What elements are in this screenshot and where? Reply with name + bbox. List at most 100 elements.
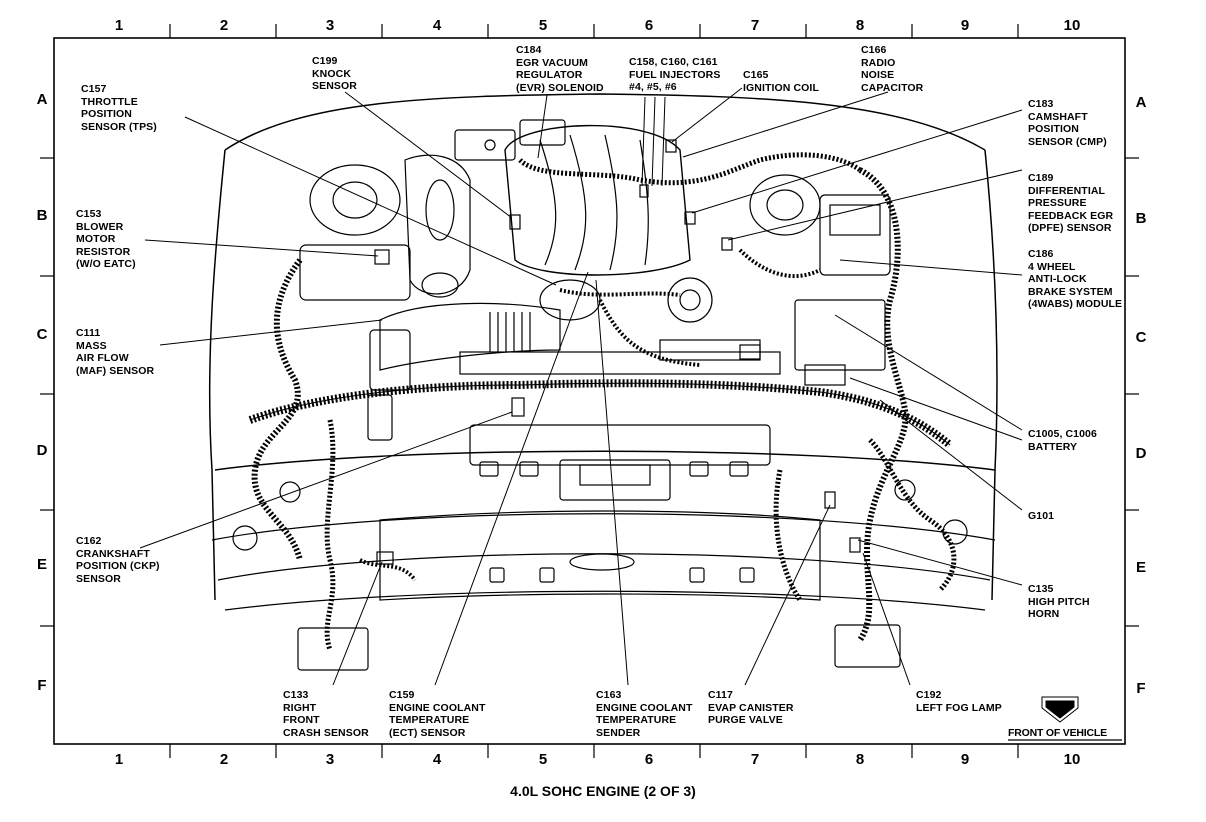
grid-col-label: 3	[325, 17, 335, 34]
crash-connector	[376, 551, 394, 565]
grid-col-label: 8	[855, 751, 865, 768]
bracket-bolt	[484, 139, 496, 151]
leader-c1005b	[849, 377, 1023, 441]
leader-c158a	[641, 96, 646, 187]
left-headlamp	[942, 519, 968, 545]
leader-c199	[344, 91, 513, 219]
main-wiring-harness-core	[249, 382, 951, 446]
label-c135: C135 HIGH PITCH HORN	[1028, 583, 1090, 620]
ignition-coil-connector	[665, 139, 677, 153]
horn-connector	[849, 537, 861, 553]
purge-valve-connector	[824, 491, 836, 509]
grid-row-label: F	[37, 677, 47, 694]
grid-col-label: 7	[750, 17, 760, 34]
label-c163: C163 ENGINE COOLANT TEMPERATURE SENDER	[596, 689, 693, 739]
ect-harness	[598, 299, 701, 367]
grid-col-label: 6	[644, 751, 654, 768]
fuel-rail-bracket	[659, 339, 761, 361]
grid-col-label: 1	[114, 751, 124, 768]
leader-c163	[595, 279, 629, 686]
left-harness-loop	[857, 167, 909, 642]
leader-c111	[159, 319, 383, 346]
label-c199: C199 KNOCK SENSOR	[312, 55, 357, 92]
bracket-tab	[739, 344, 761, 360]
label-c162: C162 CRANKSHAFT POSITION (CKP) SENSOR	[76, 535, 160, 585]
abs-harness	[738, 248, 821, 279]
label-c117: C117 EVAP CANISTER PURGE VALVE	[708, 689, 794, 726]
grid-row-label: E	[1135, 559, 1146, 576]
abs-module-top	[829, 204, 881, 236]
air-cleaner	[309, 164, 401, 236]
knock-sensor-connector	[509, 214, 521, 230]
grid-col-label: 1	[114, 17, 124, 34]
manifold-runner	[569, 134, 587, 271]
grid-row-label: B	[36, 207, 48, 224]
leader-c186	[839, 259, 1023, 276]
label-c165: C165 IGNITION COIL	[743, 69, 819, 94]
grid-col-label: 10	[1063, 17, 1081, 34]
air-cleaner-inner	[332, 181, 378, 219]
grid-row-label: F	[1136, 680, 1146, 697]
intake-duct-end	[421, 272, 459, 298]
core-support-line	[214, 450, 996, 471]
diagram-title: 4.0L SOHC ENGINE (2 OF 3)	[510, 783, 696, 799]
front-of-vehicle-icon	[1008, 696, 1122, 741]
leader-g101	[879, 399, 1023, 511]
leader-c189	[727, 169, 1023, 241]
radiator-top	[469, 424, 771, 466]
leader-c183	[691, 109, 1023, 214]
grid-col-label: 2	[219, 17, 229, 34]
leader-c158c	[661, 96, 666, 187]
injector-connector	[639, 184, 649, 198]
horn-harness	[773, 469, 803, 602]
grid-col-label: 3	[325, 751, 335, 768]
radiator-cap-housing	[559, 459, 671, 501]
evr-solenoid-bracket	[454, 129, 516, 161]
valve-cover-rail	[459, 351, 781, 375]
leader-c158b	[651, 96, 656, 187]
right-harness-loop	[251, 258, 303, 561]
label-c166: C166 RADIO NOISE CAPACITOR	[861, 44, 924, 94]
grille-emblem	[569, 553, 635, 571]
right-headlamp	[232, 525, 258, 551]
grille-top-line	[211, 513, 996, 541]
throttle-body	[539, 279, 601, 321]
intake-duct	[404, 154, 471, 295]
grid-col-label: 5	[538, 751, 548, 768]
manifold-runner	[539, 139, 557, 266]
leader-c153	[144, 239, 379, 257]
right-fender-line	[208, 149, 226, 601]
grid-col-label: 4	[432, 17, 442, 34]
evap-canister-top	[667, 277, 713, 323]
left-fog-lamp	[834, 624, 901, 668]
grid-row-label: C	[36, 326, 48, 343]
brake-booster-center	[766, 189, 804, 221]
dpfe-connector	[721, 237, 733, 251]
ckp-connector	[511, 397, 525, 417]
grid-col-label: 10	[1063, 751, 1081, 768]
main-wiring-harness	[248, 379, 953, 449]
blower-connector	[374, 249, 390, 265]
leader-c166	[682, 91, 889, 158]
right-crash-sensor	[297, 627, 369, 671]
label-c189: C189 DIFFERENTIAL PRESSURE FEEDBACK EGR …	[1028, 172, 1114, 234]
grid-row-label: A	[1135, 94, 1147, 111]
leader-c117	[744, 504, 831, 686]
grid-row-label: E	[36, 556, 47, 573]
left-park-lamp	[894, 479, 916, 501]
grid-row-label: A	[36, 91, 48, 108]
grid-row-label: C	[1135, 329, 1147, 346]
leader-c165	[671, 87, 743, 143]
intake-tube	[425, 179, 455, 241]
cmp-connector	[684, 211, 696, 225]
leader-c159	[434, 271, 589, 686]
throttle-harness	[559, 288, 681, 297]
bumper-lower-line	[224, 590, 986, 611]
grille-slots	[479, 461, 755, 583]
left-fender-line	[984, 149, 998, 601]
grid-col-label: 9	[960, 17, 970, 34]
maf-sensor-housing	[369, 329, 411, 391]
label-c186: C186 4 WHEEL ANTI-LOCK BRAKE SYSTEM (4WA…	[1028, 248, 1123, 310]
grille-opening	[379, 510, 821, 601]
